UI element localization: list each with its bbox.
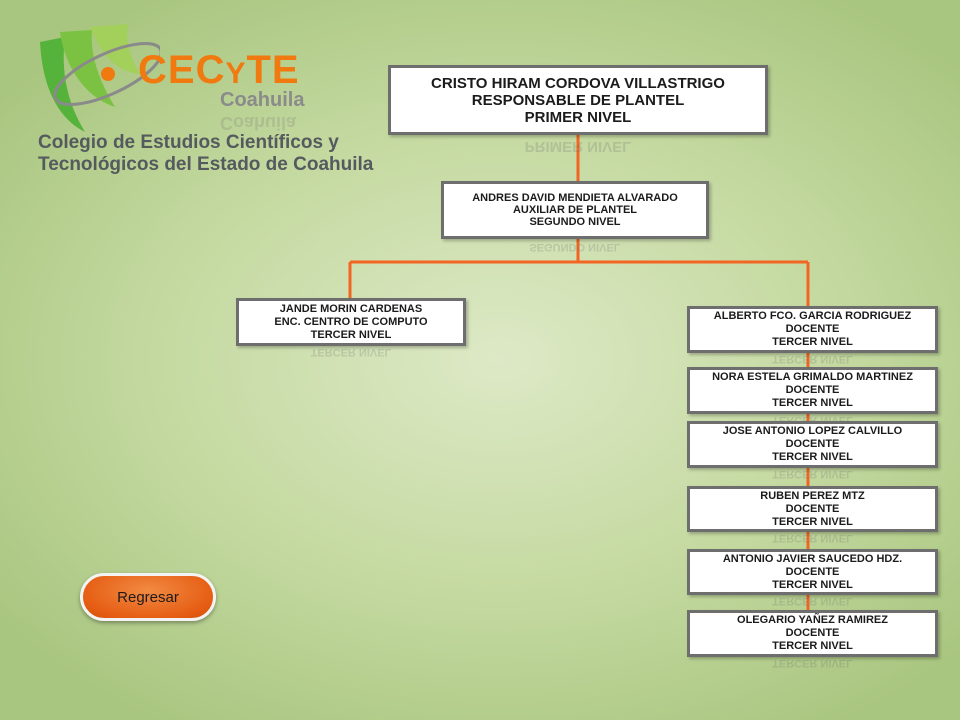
node-level: TERCER NIVEL xyxy=(772,515,853,528)
org-node-docente-6: OLEGARIO YAÑEZ RAMIREZ DOCENTE TERCER NI… xyxy=(687,610,938,657)
node-role: DOCENTE xyxy=(785,438,840,450)
node-level: SEGUNDO NIVEL xyxy=(529,216,621,228)
back-button[interactable]: Regresar xyxy=(80,573,216,621)
node-role: RESPONSABLE DE PLANTEL xyxy=(471,91,685,109)
node-name: JOSE ANTONIO LOPEZ CALVILLO xyxy=(722,425,903,437)
node-name: ANTONIO JAVIER SAUCEDO HDZ. xyxy=(722,552,903,565)
node-level: TERCER NIVEL xyxy=(772,397,853,409)
org-node-docente-1: ALBERTO FCO. GARCIA RODRIGUEZ DOCENTE TE… xyxy=(687,306,938,353)
org-node-auxiliar: ANDRES DAVID MENDIETA ALVARADO AUXILIAR … xyxy=(441,181,709,239)
node-name: OLEGARIO YAÑEZ RAMIREZ xyxy=(737,614,888,626)
node-role: DOCENTE xyxy=(785,502,840,515)
brand-subtitle: Coahuila xyxy=(220,89,305,111)
node-name: RUBEN PEREZ MTZ xyxy=(760,489,865,502)
org-node-docente-5: ANTONIO JAVIER SAUCEDO HDZ. DOCENTE TERC… xyxy=(687,549,938,595)
node-name: JANDE MORIN CARDENAS xyxy=(279,302,423,315)
org-node-docente-2: NORA ESTELA GRIMALDO MARTINEZ DOCENTE TE… xyxy=(687,367,938,414)
brand-main: CEC xyxy=(138,48,226,92)
node-level: TERCER NIVEL xyxy=(772,336,853,348)
cecyte-logo: CECYTE Coahuila Coahuila Colegio de Estu… xyxy=(30,22,373,192)
org-node-docente-4: RUBEN PEREZ MTZ DOCENTE TERCER NIVEL xyxy=(687,486,938,532)
node-level: TERCER NIVEL xyxy=(772,640,853,652)
node-role: AUXILIAR DE PLANTEL xyxy=(512,204,638,216)
atom-orbit-icon xyxy=(40,24,160,132)
node-level: TERCER NIVEL xyxy=(772,578,853,591)
node-level: TERCER NIVEL xyxy=(772,451,853,463)
node-role: ENC. CENTRO DE COMPUTO xyxy=(274,315,428,328)
node-role: DOCENTE xyxy=(785,323,840,335)
tagline-line-1: Colegio de Estudios Científicos y xyxy=(38,132,339,153)
node-name: CRISTO HIRAM CORDOVA VILLASTRIGO xyxy=(431,74,725,92)
node-role: DOCENTE xyxy=(785,384,840,396)
node-level: TERCER NIVEL xyxy=(310,328,392,341)
logo-tagline: Colegio de Estudios Científicos y Tecnol… xyxy=(38,132,373,176)
org-node-responsable: CRISTO HIRAM CORDOVA VILLASTRIGO RESPONS… xyxy=(388,65,768,135)
node-role: DOCENTE xyxy=(785,627,840,639)
node-name: ALBERTO FCO. GARCIA RODRIGUEZ xyxy=(713,310,912,322)
node-role: DOCENTE xyxy=(785,565,840,578)
brand-end: TE xyxy=(246,48,300,92)
tagline-line-2: Tecnológicos del Estado de Coahuila xyxy=(38,154,374,175)
brand-y: Y xyxy=(225,57,247,90)
node-name: NORA ESTELA GRIMALDO MARTINEZ xyxy=(712,371,913,383)
brand-wordmark: CECYTE xyxy=(138,50,300,94)
org-node-docente-3: JOSE ANTONIO LOPEZ CALVILLO DOCENTE TERC… xyxy=(687,421,938,468)
node-level: PRIMER NIVEL xyxy=(524,108,632,126)
org-node-centro-computo: JANDE MORIN CARDENAS ENC. CENTRO DE COMP… xyxy=(236,298,466,346)
node-name: ANDRES DAVID MENDIETA ALVARADO xyxy=(472,192,678,204)
back-button-label: Regresar xyxy=(117,588,179,606)
